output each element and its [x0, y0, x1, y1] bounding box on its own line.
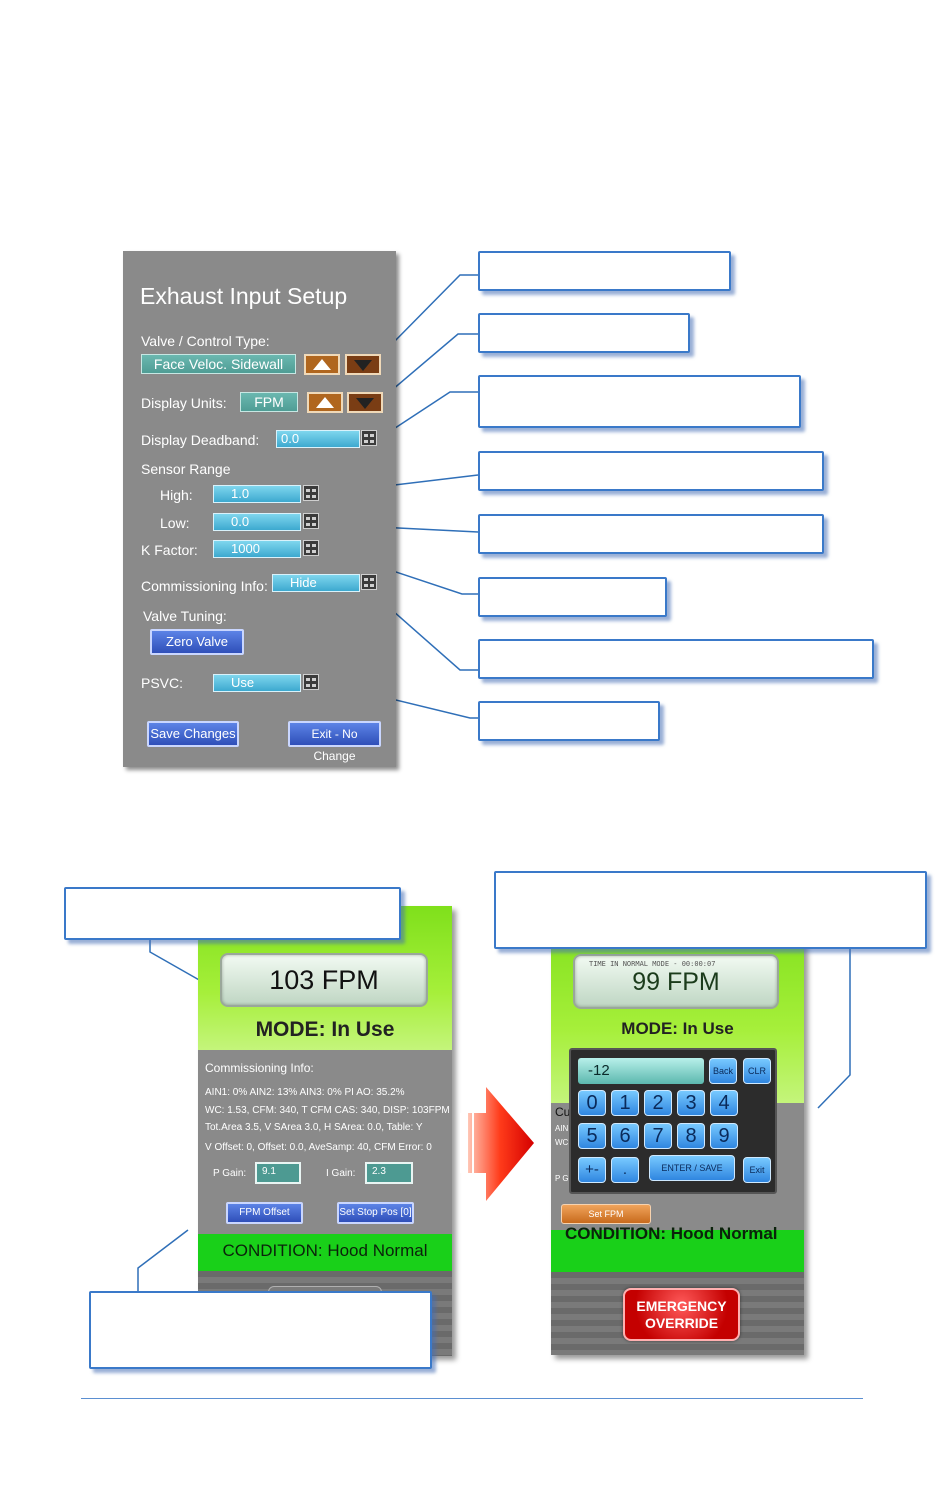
- callout-box: [478, 577, 667, 617]
- key-4[interactable]: 4: [710, 1090, 738, 1116]
- key-2[interactable]: 2: [644, 1090, 672, 1116]
- partial-label: P G: [555, 1174, 569, 1183]
- setup-title: Exhaust Input Setup: [140, 283, 348, 309]
- units-down-button[interactable]: [347, 392, 383, 413]
- callout-box: [478, 313, 690, 353]
- psvc-field[interactable]: Use: [213, 674, 301, 692]
- callout-box: [89, 1291, 432, 1369]
- partial-label: Cu: [555, 1105, 571, 1119]
- keypad-icon[interactable]: [303, 540, 319, 556]
- key-6[interactable]: 6: [611, 1123, 639, 1149]
- fpm-offset-button[interactable]: FPM Offset: [226, 1202, 303, 1224]
- key-3[interactable]: 3: [677, 1090, 705, 1116]
- keypad-icon[interactable]: [361, 430, 377, 446]
- mode-text: MODE: In Use: [621, 1019, 734, 1038]
- callout-box: [494, 871, 927, 949]
- p-gain-label: P Gain:: [213, 1168, 247, 1179]
- i-gain-label: I Gain:: [326, 1168, 356, 1179]
- keypad-icon[interactable]: [361, 574, 377, 590]
- mode-text: MODE: In Use: [255, 1018, 395, 1041]
- i-gain-field[interactable]: 2.3: [365, 1162, 413, 1184]
- fpm-reading-value: 99 FPM: [632, 968, 720, 996]
- keypad-icon[interactable]: [303, 485, 319, 501]
- set-fpm-button[interactable]: Set FPM: [561, 1204, 651, 1224]
- up-arrow-icon: [313, 359, 331, 370]
- sensor-range-label: Sensor Range: [141, 461, 231, 477]
- k-factor-field[interactable]: 1000: [213, 540, 301, 558]
- high-label: High:: [160, 487, 193, 503]
- exhaust-input-setup-panel: Exhaust Input Setup Valve / Control Type…: [123, 251, 396, 767]
- key-9[interactable]: 9: [710, 1123, 738, 1149]
- left-phone-screen: 103 FPM MODE: In Use Commissioning Info:…: [198, 906, 452, 1356]
- low-label: Low:: [160, 515, 190, 531]
- back-key[interactable]: Back: [709, 1058, 737, 1084]
- callout-box: [478, 375, 801, 428]
- plus-minus-key[interactable]: +-: [578, 1157, 606, 1183]
- emergency-override-button[interactable]: EMERGENCY OVERRIDE: [623, 1288, 740, 1341]
- keypad-icon[interactable]: [303, 513, 319, 529]
- display-deadband-label: Display Deadband:: [141, 432, 260, 448]
- clear-key[interactable]: CLR: [743, 1058, 771, 1084]
- save-changes-button[interactable]: Save Changes: [147, 721, 239, 747]
- valve-control-type-field[interactable]: Face Veloc. Sidewall: [141, 354, 296, 374]
- callout-box: [478, 639, 874, 679]
- condition-text-partial: CONDITION: Hood Normal: [565, 1224, 778, 1243]
- k-factor-label: K Factor:: [141, 542, 198, 558]
- time-in-mode-text: TIME IN NORMAL MODE - 00:00:07: [589, 960, 716, 968]
- condition-bar: CONDITION: Hood Normal: [551, 1224, 804, 1272]
- valve-type-down-button[interactable]: [345, 354, 381, 375]
- callout-box: [64, 887, 401, 940]
- display-deadband-field[interactable]: 0.0: [276, 430, 360, 448]
- key-1[interactable]: 1: [611, 1090, 639, 1116]
- key-5[interactable]: 5: [578, 1123, 606, 1149]
- partial-label: AIN: [555, 1124, 569, 1133]
- emergency-line-2: OVERRIDE: [644, 1315, 719, 1331]
- fpm-reading-display: 103 FPM: [220, 953, 428, 1007]
- zero-valve-button[interactable]: Zero Valve: [150, 629, 244, 655]
- info-line-4: V Offset: 0, Offset: 0.0, AveSamp: 40, C…: [205, 1142, 432, 1153]
- decimal-key[interactable]: .: [611, 1157, 639, 1183]
- callout-box: [478, 451, 824, 491]
- psvc-label: PSVC:: [141, 675, 184, 691]
- display-units-field[interactable]: FPM: [240, 392, 298, 412]
- key-0[interactable]: 0: [578, 1090, 606, 1116]
- emergency-line-1: EMERGENCY: [636, 1298, 727, 1314]
- down-arrow-icon: [354, 360, 372, 371]
- info-line-1: AIN1: 0% AIN2: 13% AIN3: 0% PI AO: 35.2%: [205, 1087, 405, 1098]
- callout-box: [478, 514, 824, 554]
- callout-box: [478, 701, 660, 741]
- transition-arrow-icon: [460, 1087, 534, 1201]
- units-up-button[interactable]: [307, 392, 343, 413]
- callout-box: [478, 251, 731, 291]
- display-units-label: Display Units:: [141, 395, 227, 411]
- condition-bar: CONDITION: Hood Normal: [198, 1234, 452, 1271]
- info-line-3: Tot.Area 3.5, V SArea 3.0, H SArea: 0.0,…: [205, 1122, 423, 1133]
- p-gain-field[interactable]: 9.1: [255, 1162, 301, 1184]
- info-line-2: WC: 1.53, CFM: 340, T CFM CAS: 340, DISP…: [205, 1105, 450, 1116]
- valve-type-up-button[interactable]: [304, 354, 340, 375]
- key-8[interactable]: 8: [677, 1123, 705, 1149]
- right-phone-screen: TIME IN NORMAL MODE - 00:00:07 99 FPM MO…: [551, 918, 804, 1355]
- commissioning-info-label: Commissioning Info:: [141, 578, 268, 594]
- sensor-low-field[interactable]: 0.0: [213, 513, 301, 531]
- fpm-reading-display: TIME IN NORMAL MODE - 00:00:07 99 FPM: [573, 954, 779, 1009]
- valve-control-type-label: Valve / Control Type:: [141, 333, 270, 349]
- up-arrow-icon: [316, 397, 334, 408]
- valve-tuning-label: Valve Tuning:: [143, 608, 227, 624]
- set-stop-pos-button[interactable]: Set Stop Pos [0]: [337, 1202, 414, 1224]
- enter-save-key[interactable]: ENTER / SAVE: [649, 1155, 735, 1181]
- exit-no-change-button[interactable]: Exit - No Change: [288, 721, 381, 763]
- commissioning-info-field[interactable]: Hide: [272, 574, 360, 592]
- keypad-icon[interactable]: [303, 674, 319, 690]
- exit-key[interactable]: Exit: [743, 1157, 771, 1183]
- numeric-keypad: -12 Back CLR 0 1 2 3 4 5 6 7 8 9 +- . EN…: [569, 1048, 777, 1194]
- page-divider: [81, 1398, 863, 1399]
- commissioning-info-title: Commissioning Info:: [205, 1061, 314, 1075]
- keypad-display: -12: [578, 1058, 704, 1084]
- sensor-high-field[interactable]: 1.0: [213, 485, 301, 503]
- key-7[interactable]: 7: [644, 1123, 672, 1149]
- down-arrow-icon: [356, 398, 374, 409]
- partial-label: WC:: [555, 1138, 571, 1147]
